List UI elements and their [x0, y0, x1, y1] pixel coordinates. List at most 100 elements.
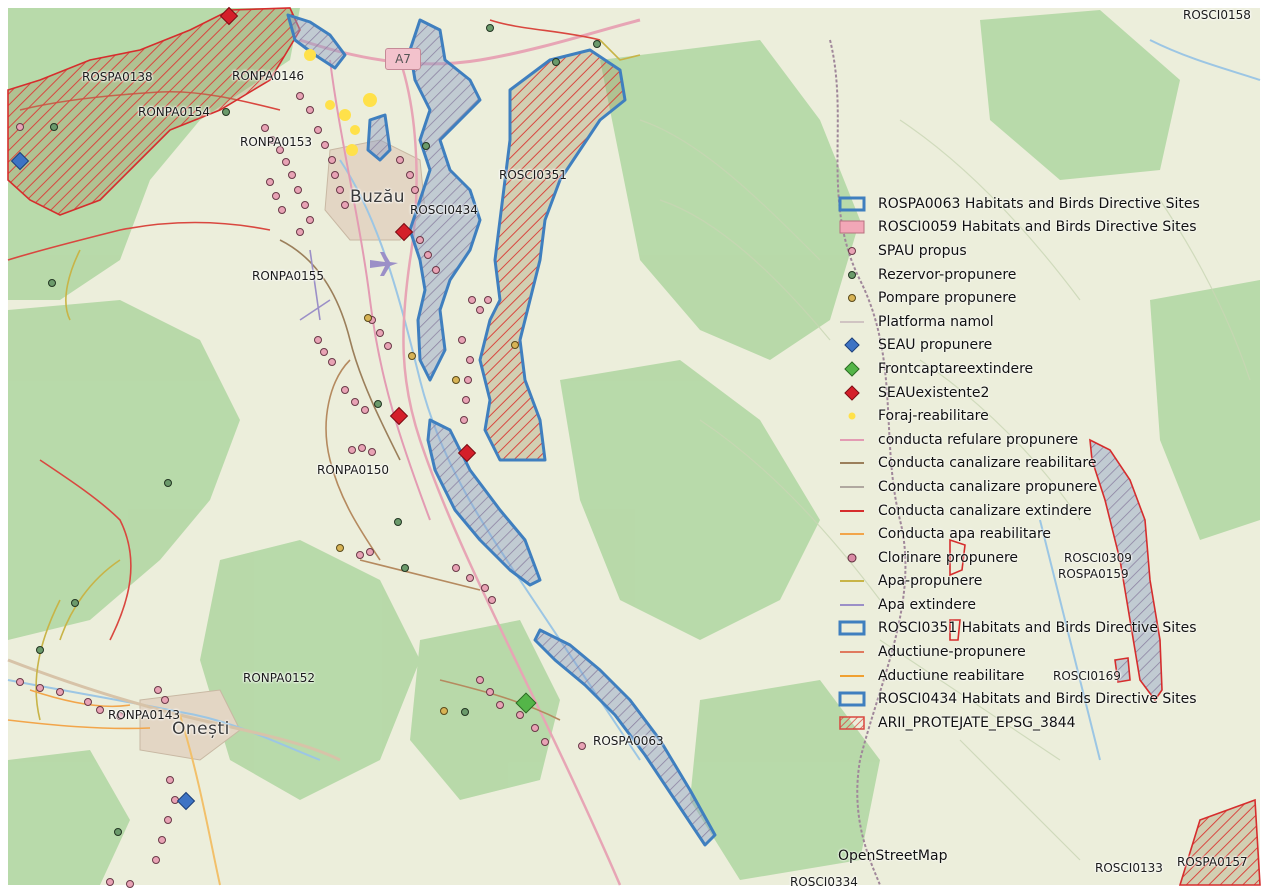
legend-item-label: Frontcaptareextindere	[878, 360, 1034, 377]
map-label-rospa0063: ROSPA0063	[593, 734, 664, 748]
legend-item-label: Conducta canalizare extindere	[878, 502, 1092, 519]
legend-item-label: Clorinare propunere	[878, 549, 1019, 566]
map-label-rosci0334: ROSCI0334	[790, 875, 858, 889]
map-label-ronpa0150: RONPA0150	[317, 463, 389, 477]
legend-item-spau-propus: SPAU propus	[834, 239, 1254, 263]
legend-item-label: Apa-propunere	[878, 573, 983, 590]
legend-item-label: Foraj-reabilitare	[878, 408, 989, 425]
terrain-texture	[639, 119, 1251, 861]
legend-item-label: ROSCI0059 Habitats and Birds Directive S…	[878, 219, 1197, 236]
polygon-swatch-icon	[834, 689, 870, 709]
line-swatch-icon	[834, 571, 870, 591]
circle-icon	[834, 265, 870, 285]
map-label-rosci0434: ROSCI0434	[410, 203, 478, 217]
network-lines	[7, 19, 641, 730]
diamond-icon	[834, 335, 870, 355]
map-label-rospa0159: ROSPA0159	[1058, 567, 1129, 581]
legend-item-rosci0059-habitats-and-birds-directive-sites: ROSCI0059 Habitats and Birds Directive S…	[834, 216, 1254, 240]
legend-item-rosci0434-habitats-and-birds-directive-sites: ROSCI0434 Habitats and Birds Directive S…	[834, 687, 1254, 711]
map-label-rosci0158: ROSCI0158	[1183, 8, 1251, 22]
spau-points	[16, 92, 586, 888]
legend-item-conducta-refulare-propunere: conducta refulare propunere	[834, 428, 1254, 452]
legend-item-seauexistente2: SEAUexistente2	[834, 381, 1254, 405]
polygon-swatch-icon	[834, 713, 870, 733]
road-shield-a7: A7	[385, 48, 421, 70]
legend-item-label: Conducta apa reabilitare	[878, 526, 1052, 543]
map-label-ronpa0155: RONPA0155	[252, 269, 324, 283]
polygon-swatch-icon	[834, 194, 870, 214]
polygon-swatch-icon	[834, 618, 870, 638]
legend-item-label: Platforma namol	[878, 313, 994, 330]
map-label-ronpa0146: RONPA0146	[232, 69, 304, 83]
line-swatch-icon	[834, 477, 870, 497]
airport-icon	[370, 252, 398, 276]
circle-icon	[834, 406, 870, 426]
map-label-ronpa0154: RONPA0154	[138, 105, 210, 119]
map-label-one-ti: Onești	[172, 719, 230, 739]
legend-item-rospa0063-habitats-and-birds-directive-sites: ROSPA0063 Habitats and Birds Directive S…	[834, 192, 1254, 216]
foraj-points	[304, 49, 377, 156]
diamond-icon	[834, 359, 870, 379]
legend-item-label: ROSCI0351 Habitats and Birds Directive S…	[878, 620, 1197, 637]
legend-item-conducta-canalizare-reabilitare: Conducta canalizare reabilitare	[834, 452, 1254, 476]
circle-icon	[834, 288, 870, 308]
circle-icon	[834, 548, 870, 568]
legend-item-label: Conducta canalizare propunere	[878, 478, 1098, 495]
legend-item-conducta-canalizare-extindere: Conducta canalizare extindere	[834, 499, 1254, 523]
line-swatch-icon	[834, 595, 870, 615]
onesti-urban-area	[139, 689, 241, 761]
legend-item-arii-protejate-epsg-3844: ARII_PROTEJATE_EPSG_3844	[834, 711, 1254, 735]
line-swatch-icon	[834, 430, 870, 450]
legend-item-conducta-apa-reabilitare: Conducta apa reabilitare	[834, 522, 1254, 546]
legend-item-aductiune-reabilitare: Aductiune reabilitare	[834, 664, 1254, 688]
map-label-ronpa0143: RONPA0143	[108, 708, 180, 722]
map-label-rosci0351: ROSCI0351	[499, 168, 567, 182]
line-swatch-icon	[834, 453, 870, 473]
map-label-rosci0309: ROSCI0309	[1064, 551, 1132, 565]
legend-item-label: conducta refulare propunere	[878, 431, 1079, 448]
map-label-rospa0138: ROSPA0138	[82, 70, 153, 84]
county-border	[829, 39, 907, 886]
rezervor-points	[36, 24, 601, 836]
diamond-symbols	[10, 6, 537, 811]
pompare-points	[336, 314, 519, 715]
legend-item-label: ROSPA0063 Habitats and Birds Directive S…	[878, 195, 1200, 212]
map-label-buz-u: Buzău	[350, 187, 406, 207]
basemap-attribution: OpenStreetMap	[838, 848, 948, 864]
legend-item-label: SPAU propus	[878, 242, 967, 259]
legend-item-clorinare-propunere: Clorinare propunere	[834, 546, 1254, 570]
legend-item-label: SEAU propunere	[878, 337, 993, 354]
legend-item-pompare-propunere: Pompare propunere	[834, 286, 1254, 310]
main-roads	[7, 18, 641, 886]
habitat-sites	[286, 13, 717, 847]
map-label-rosci0133: ROSCI0133	[1095, 861, 1163, 875]
line-swatch-icon	[834, 666, 870, 686]
map-label-rospa0157: ROSPA0157	[1177, 855, 1248, 869]
legend-item-foraj-reabilitare: Foraj-reabilitare	[834, 404, 1254, 428]
legend-item-label: Aductiune-propunere	[878, 644, 1026, 661]
legend-item-conducta-canalizare-propunere: Conducta canalizare propunere	[834, 475, 1254, 499]
legend-item-seau-propunere: SEAU propunere	[834, 334, 1254, 358]
legend-item-rosci0351-habitats-and-birds-directive-sites: ROSCI0351 Habitats and Birds Directive S…	[834, 617, 1254, 641]
protected-areas	[7, 7, 1261, 886]
map-label-ronpa0153: RONPA0153	[240, 135, 312, 149]
map-label-rosci0169: ROSCI0169	[1053, 669, 1121, 683]
legend-item-apa-extindere: Apa extindere	[834, 593, 1254, 617]
map-legend: ROSPA0063 Habitats and Birds Directive S…	[834, 192, 1254, 735]
diamond-icon	[834, 383, 870, 403]
line-swatch-icon	[834, 501, 870, 521]
line-swatch-icon	[834, 642, 870, 662]
legend-item-apa-propunere: Apa-propunere	[834, 570, 1254, 594]
polygon-swatch-icon	[834, 217, 870, 237]
line-swatch-icon	[834, 524, 870, 544]
map-label-ronpa0152: RONPA0152	[243, 671, 315, 685]
legend-item-rezervor-propunere: Rezervor-propunere	[834, 263, 1254, 287]
legend-item-platforma-namol: Platforma namol	[834, 310, 1254, 334]
line-swatch-icon	[834, 312, 870, 332]
legend-item-label: Apa extindere	[878, 596, 976, 613]
legend-item-label: ROSCI0434 Habitats and Birds Directive S…	[878, 691, 1197, 708]
legend-item-aductiune-propunere: Aductiune-propunere	[834, 640, 1254, 664]
legend-item-label: ARII_PROTEJATE_EPSG_3844	[878, 714, 1076, 731]
